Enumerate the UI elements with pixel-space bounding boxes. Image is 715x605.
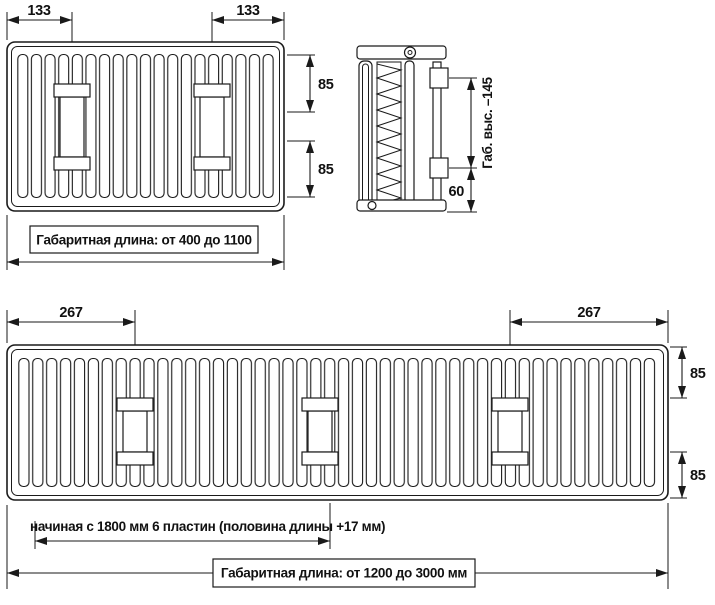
bracket-body (122, 410, 148, 453)
dim-plates-note: начиная с 1800 мм 6 пластин (половина дл… (30, 503, 386, 549)
bracket-cap-bottom (116, 451, 154, 466)
mounting-bracket (193, 83, 231, 171)
panel-inner-outline (11, 349, 664, 496)
bracket-body (59, 96, 85, 158)
plates-note-label: начиная с 1800 мм 6 пластин (половина дл… (30, 519, 385, 534)
mounting-bracket (116, 397, 154, 466)
dim-label-85-bottom-small: 85 (318, 162, 334, 178)
side-view (356, 45, 449, 212)
dim-label-133-left: 133 (27, 3, 51, 19)
front-view-large (6, 344, 669, 501)
overall-length-small: Габаритная длина: от 400 до 1100 (6, 215, 285, 270)
vent-plug-center (407, 50, 413, 55)
dim-133-left: 133 (6, 3, 73, 42)
mounting-bracket (491, 397, 529, 466)
dim-60: 60 (447, 168, 477, 213)
convector-channel (376, 61, 402, 207)
dim-label-85-bottom-large: 85 (690, 468, 706, 484)
convector-fins (375, 63, 403, 205)
dim-label-267-right: 267 (577, 305, 601, 321)
dim-label-85-top-small: 85 (318, 77, 334, 93)
dim-mount-height: Габ. выс. –145 (449, 76, 495, 169)
bracket-cap-top (116, 397, 154, 412)
rib-panel (16, 53, 275, 199)
bracket-cap-bottom (491, 451, 529, 466)
panel-inner-outline (11, 46, 280, 207)
bracket-body (307, 410, 333, 453)
bracket-cap-top (491, 397, 529, 412)
bracket-cap-top (193, 83, 231, 98)
label-box (29, 225, 259, 254)
dim-267-right: 267 (509, 305, 669, 345)
dim-85-bottom-small: 85 (287, 140, 334, 198)
mounting-bracket (301, 397, 339, 466)
rib-panel (17, 357, 657, 488)
dim-label-267-left: 267 (59, 305, 83, 321)
mounting-bracket (53, 83, 91, 171)
dim-267-left: 267 (6, 305, 136, 345)
dim-85-top-small: 85 (287, 54, 334, 113)
dim-85-bottom-large: 85 (670, 451, 706, 499)
top-cap (356, 45, 447, 60)
bracket-cap-bottom (193, 156, 231, 171)
bottom-cap (356, 199, 447, 212)
front-view-small (6, 41, 285, 212)
wall-bracket-hook-bottom (429, 157, 449, 179)
bracket-cap-top (53, 83, 91, 98)
dim-label-60: 60 (448, 184, 464, 200)
label-box (212, 558, 476, 588)
overall-length-large: Габаритная длина: от 1200 до 3000 мм (6, 503, 669, 589)
dim-label-mount-height: Габ. выс. –145 (480, 76, 495, 168)
overall-length-large-label: Габаритная длина: от 1200 до 3000 мм (221, 566, 468, 581)
front-panel (358, 60, 373, 208)
bracket-body (497, 410, 523, 453)
dim-label-85-top-large: 85 (690, 366, 706, 382)
vent-plug (403, 46, 417, 59)
dim-133-right: 133 (211, 3, 285, 42)
drain-plug (367, 200, 377, 211)
bracket-body (199, 96, 225, 158)
wall-bracket-hook-top (429, 67, 449, 89)
bracket-cap-bottom (301, 451, 339, 466)
rear-panel (404, 60, 415, 208)
dim-85-top-large: 85 (670, 346, 706, 399)
overall-length-small-label: Габаритная длина: от 400 до 1100 (36, 233, 251, 248)
bracket-cap-bottom (53, 156, 91, 171)
bracket-cap-top (301, 397, 339, 412)
dim-label-133-right: 133 (236, 3, 260, 19)
